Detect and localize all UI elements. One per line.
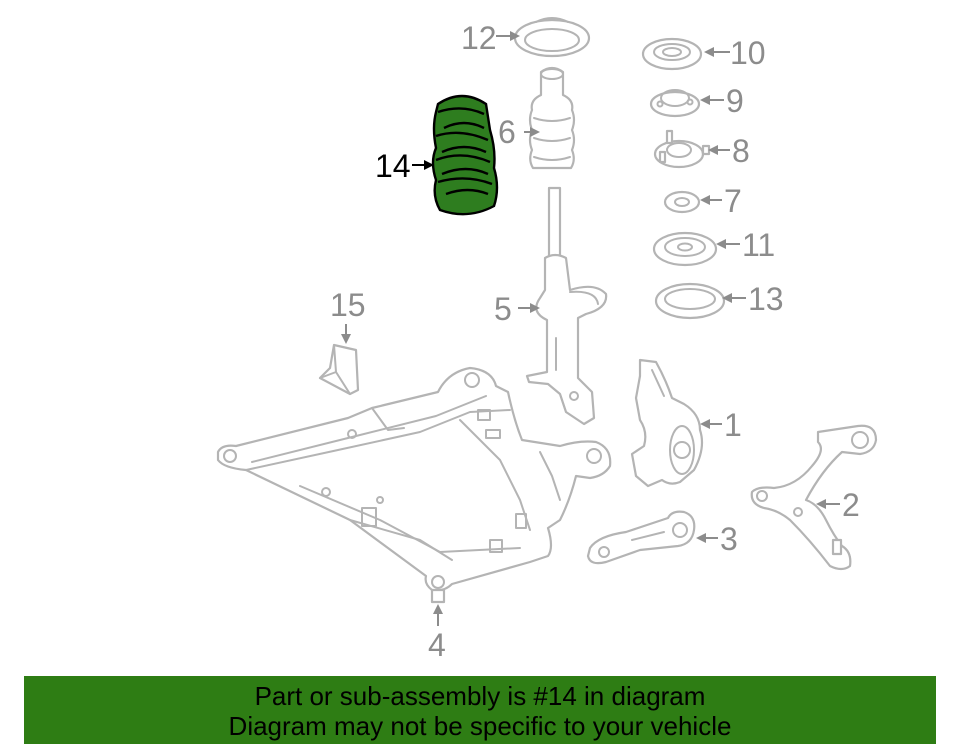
callout-arrows [341, 31, 840, 626]
callout-14[interactable]: 14 [375, 148, 411, 184]
part-6-bump-stop[interactable] [528, 66, 576, 170]
part-12-mount-seal[interactable] [513, 17, 591, 58]
callout-8: 8 [732, 133, 750, 169]
part-10-upper-insulator[interactable] [641, 37, 703, 71]
banner-line-2: Diagram may not be specific to your vehi… [228, 711, 732, 741]
part-4-crossmember[interactable] [216, 366, 612, 604]
callout-11: 11 [742, 227, 775, 263]
info-banner: Part or sub-assembly is #14 in diagram D… [24, 676, 936, 744]
callout-15: 15 [330, 287, 366, 323]
callout-7: 7 [724, 183, 742, 219]
part-15-bracket[interactable] [318, 343, 360, 396]
part-13-spring-insulator[interactable] [654, 282, 726, 320]
banner-line-1: Part or sub-assembly is #14 in diagram [254, 681, 706, 711]
part-1-steering-knuckle[interactable] [630, 358, 704, 488]
part-2-lower-control-arm[interactable] [750, 424, 878, 571]
part-3-link[interactable] [586, 510, 696, 565]
part-11-spring-seat[interactable] [652, 231, 718, 267]
callout-12: 12 [461, 20, 497, 56]
parts-diagram: 12 6 14 5 15 10 9 8 7 11 13 1 2 3 4 [216, 17, 878, 663]
part-14-coil-spring[interactable] [431, 94, 499, 216]
callout-4: 4 [428, 627, 446, 663]
part-8-strut-mount[interactable] [653, 129, 711, 169]
callout-10: 10 [730, 35, 766, 71]
callout-9: 9 [726, 83, 744, 119]
callout-13: 13 [748, 281, 784, 317]
part-9-mount[interactable] [649, 89, 701, 118]
part-5-strut[interactable] [525, 186, 608, 426]
callout-1: 1 [724, 407, 742, 443]
part-7-bearing[interactable] [663, 190, 701, 214]
callout-2: 2 [842, 487, 860, 523]
callout-6: 6 [498, 114, 516, 150]
callout-5: 5 [494, 291, 512, 327]
callout-3: 3 [720, 521, 738, 557]
